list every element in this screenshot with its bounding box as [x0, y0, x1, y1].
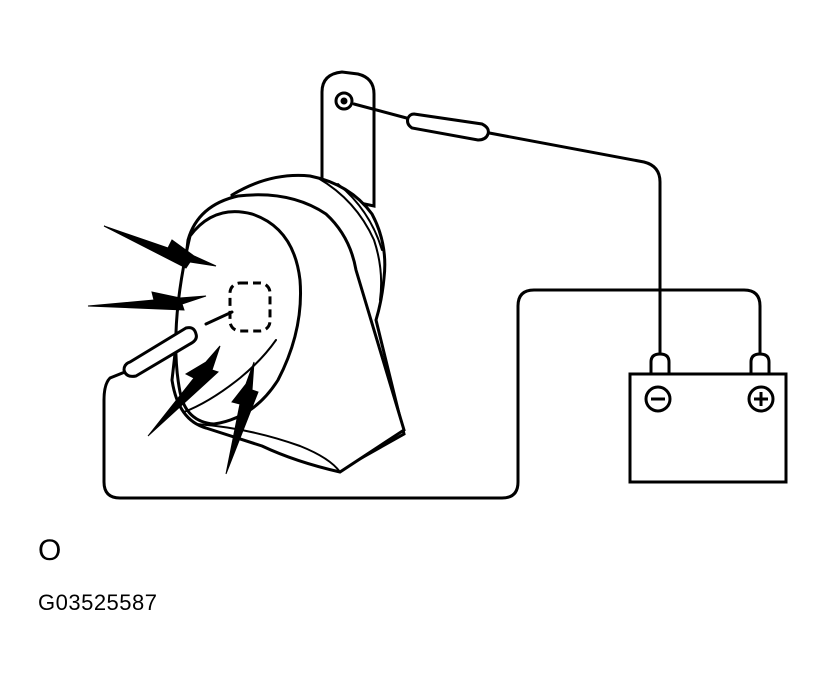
- horn: [170, 70, 406, 474]
- diagram-marker: O: [38, 534, 62, 567]
- figure-id: G03525587: [38, 590, 158, 615]
- ground-probe-lead: [406, 112, 490, 142]
- sound-arrow-icon: [87, 291, 207, 311]
- battery: [628, 352, 788, 484]
- positive-terminal-post: [749, 352, 771, 376]
- wiring: [102, 102, 762, 500]
- negative-terminal-post: [649, 352, 671, 376]
- ground-wire: [352, 102, 416, 122]
- horn-probe-lead: [122, 326, 198, 378]
- positive-wire: [204, 310, 234, 326]
- sound-arrow-icon: [147, 345, 221, 437]
- sound-arrow-icon: [103, 225, 217, 269]
- sound-indicators: [87, 225, 259, 475]
- sound-arrow-icon: [225, 361, 259, 475]
- horn-terminal-outline: [228, 281, 272, 333]
